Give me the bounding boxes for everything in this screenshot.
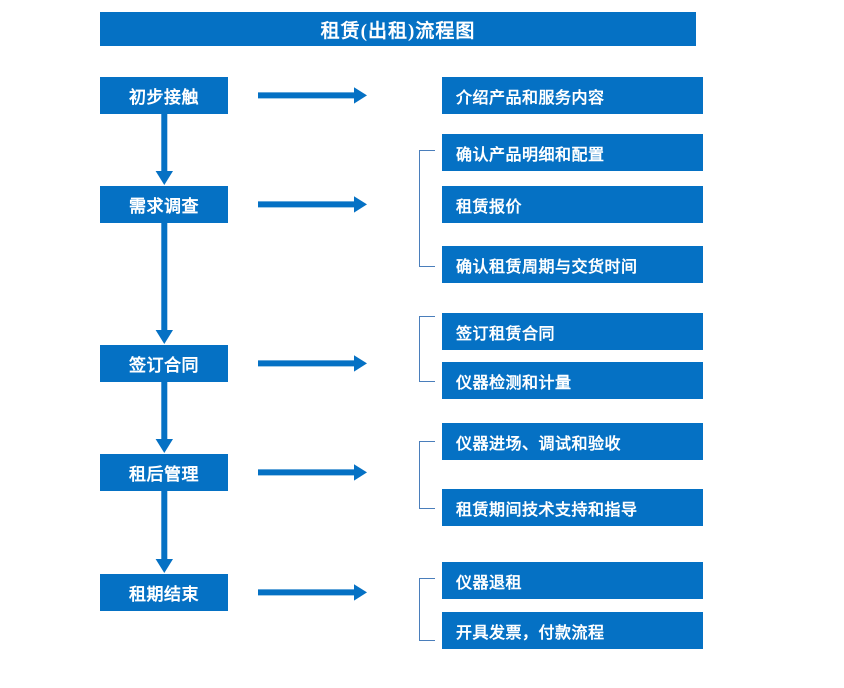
detail-box-8[interactable]: 租赁期间技术支持和指导 xyxy=(442,489,703,526)
detail-box-2[interactable]: 确认产品明细和配置 xyxy=(442,134,703,171)
down-arrow-icon-1 xyxy=(155,114,174,186)
right-arrow-icon-1 xyxy=(258,87,368,104)
down-arrow-icon-4 xyxy=(155,491,174,574)
down-arrow-icon-3 xyxy=(155,382,174,454)
right-arrow-icon-5 xyxy=(258,584,368,601)
detail-box-4[interactable]: 确认租赁周期与交货时间 xyxy=(442,246,703,283)
group-bracket-icon-5 xyxy=(419,578,435,641)
stage-box-1[interactable]: 初步接触 xyxy=(100,77,228,114)
right-arrow-icon-2 xyxy=(258,196,368,213)
detail-box-9[interactable]: 仪器退租 xyxy=(442,562,703,599)
down-arrow-icon-2 xyxy=(155,223,174,345)
stage-box-2[interactable]: 需求调查 xyxy=(100,186,228,223)
detail-box-7[interactable]: 仪器进场、调试和验收 xyxy=(442,423,703,460)
stage-box-5[interactable]: 租期结束 xyxy=(100,574,228,611)
group-bracket-icon-3 xyxy=(419,316,435,382)
detail-box-6[interactable]: 仪器检测和计量 xyxy=(442,362,703,399)
detail-box-1[interactable]: 介绍产品和服务内容 xyxy=(442,77,703,114)
group-bracket-icon-2 xyxy=(419,150,435,267)
right-arrow-icon-3 xyxy=(258,355,368,372)
detail-box-3[interactable]: 租赁报价 xyxy=(442,186,703,223)
detail-box-10[interactable]: 开具发票，付款流程 xyxy=(442,612,703,649)
chart-title: 租赁(出租)流程图 xyxy=(100,12,696,46)
detail-box-5[interactable]: 签订租赁合同 xyxy=(442,313,703,350)
right-arrow-icon-4 xyxy=(258,464,368,481)
group-bracket-icon-4 xyxy=(419,441,435,509)
stage-box-3[interactable]: 签订合同 xyxy=(100,345,228,382)
stage-box-4[interactable]: 租后管理 xyxy=(100,454,228,491)
